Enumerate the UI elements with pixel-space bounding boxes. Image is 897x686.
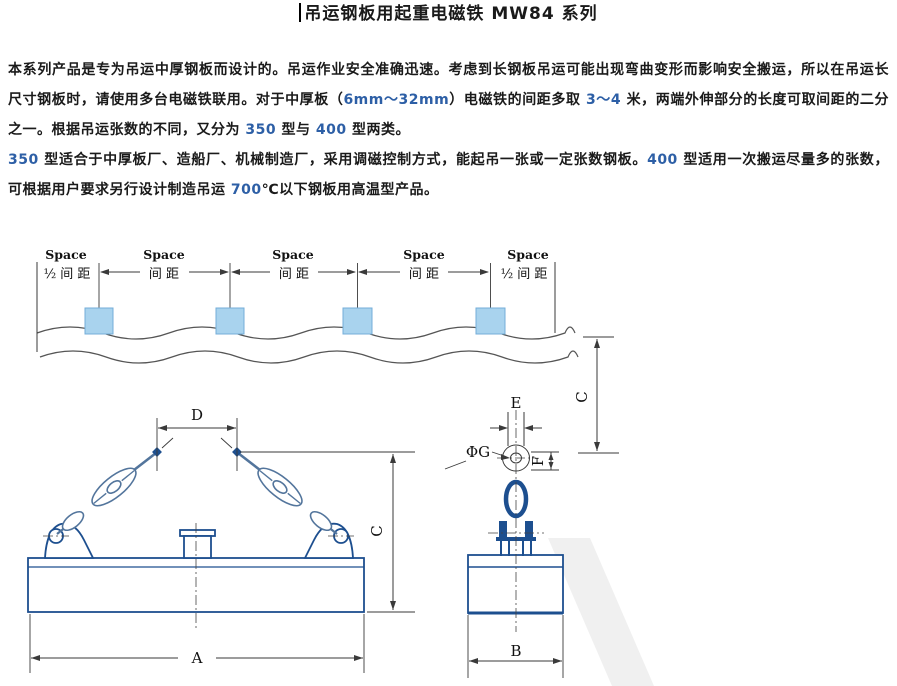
highlighted-number: 400 [315,122,347,138]
side-view: E ΦG F [444,394,564,678]
dim-label-c: C [368,525,386,536]
paragraph-2: 350 型适合于中厚板厂、造船厂、机械制造厂，采用调磁控制方式，能起吊一张或一定… [8,145,889,205]
paragraph-1: 本系列产品是专为吊运中厚钢板而设计的。吊运作业安全准确迅速。考虑到长钢板吊运可能… [8,55,889,145]
page-title-text: 吊运钢板用起重电磁铁 MW84 系列 [304,4,598,24]
dim-label-a: A [191,649,203,667]
dim-label-b: B [510,642,521,660]
dimension-b: B [467,615,564,678]
body-text: 本系列产品是专为吊运中厚钢板而设计的。吊运作业安全准确迅速。考虑到长钢板吊运可能… [8,55,889,205]
magnet-body-side [467,554,564,614]
clevis-boss-right [525,521,533,539]
dimension-c: C [240,451,415,613]
half-pitch-label: ½ 间 距 [44,267,91,282]
magnet-block [84,307,114,335]
dim-label-e: E [511,394,522,412]
dim-label-d: D [191,406,203,424]
plate-wave-bottom [39,350,579,364]
text-segment: 米，两端外伸部分的长度可取间距的二分之一。根据吊运张数的不同，又分为 [8,92,890,138]
sling-apex-pin-left [152,447,162,457]
dimension-a: A [29,614,365,673]
magnet-block [475,307,506,335]
dimension-phi-g: ΦG [444,443,510,470]
top-view-plate-diagram: Space Space Space Space Space ½ 间 距 间 距 … [36,247,579,364]
pitch-label: 间 距 [409,267,439,282]
space-label: Space [143,247,184,262]
highlighted-number: 350 [245,122,277,138]
magnet-block [215,307,245,335]
dim-label-c-right: C [573,391,591,402]
dimension-d: D [156,406,238,471]
dim-label-phi-g: ΦG [466,443,490,461]
text-segment: ）电磁铁的间距多取 [449,92,586,108]
highlighted-number: 350 [8,152,39,168]
space-label: Space [403,247,444,262]
height-dimension-c: C [573,336,619,454]
lifting-bracket-right [303,522,354,559]
plate-wave-top [36,326,576,340]
magnet-block [342,307,373,335]
chain-left [56,451,157,535]
junction-box [179,529,216,537]
scan-shadow [548,538,654,686]
highlighted-number: 400 [647,152,678,168]
pitch-label: 间 距 [279,267,309,282]
space-label: Space [272,247,313,262]
highlighted-number: 6mm～32mm [343,92,450,108]
text-cursor-bar [299,3,302,22]
front-view: D C A [27,406,415,673]
sling-apex-pin-right [232,447,242,457]
dimension-f: F [529,451,559,471]
lifting-bracket-left [44,522,95,559]
magnet-body-front [27,557,365,613]
text-segment: 型两类。 [346,122,410,138]
lifting-ring [502,444,530,472]
dim-label-f: F [529,456,547,466]
text-segment: ℃以下钢板用高温型产品。 [261,182,439,198]
clevis-boss-left [499,521,507,539]
text-segment: 型适合于中厚板厂、造船厂、机械制造厂，采用调磁控制方式，能起吊一张或一定张数钢板… [38,152,648,168]
space-label: Space [45,247,86,262]
text-segment: 型与 [276,122,316,138]
highlighted-number: 3～4 [585,92,622,108]
text-segment: 本系列产品是专为吊运中厚钢板而设计的。吊运作业安全准确迅速。考虑到长钢板吊运可能… [8,62,889,108]
text-segment: 型适用一次搬运尽量多的张数，可根据用户要求另行设计制造吊运 [8,152,890,198]
highlighted-number: 700 [230,182,262,198]
page-title: 吊运钢板用起重电磁铁 MW84 系列 [0,0,897,25]
chain-right [237,451,338,535]
space-label: Space [507,247,548,262]
pitch-label: 间 距 [149,267,179,282]
half-pitch-label: ½ 间 距 [501,267,548,282]
dimension-e: E [490,394,542,431]
chain-link-side [503,479,529,519]
